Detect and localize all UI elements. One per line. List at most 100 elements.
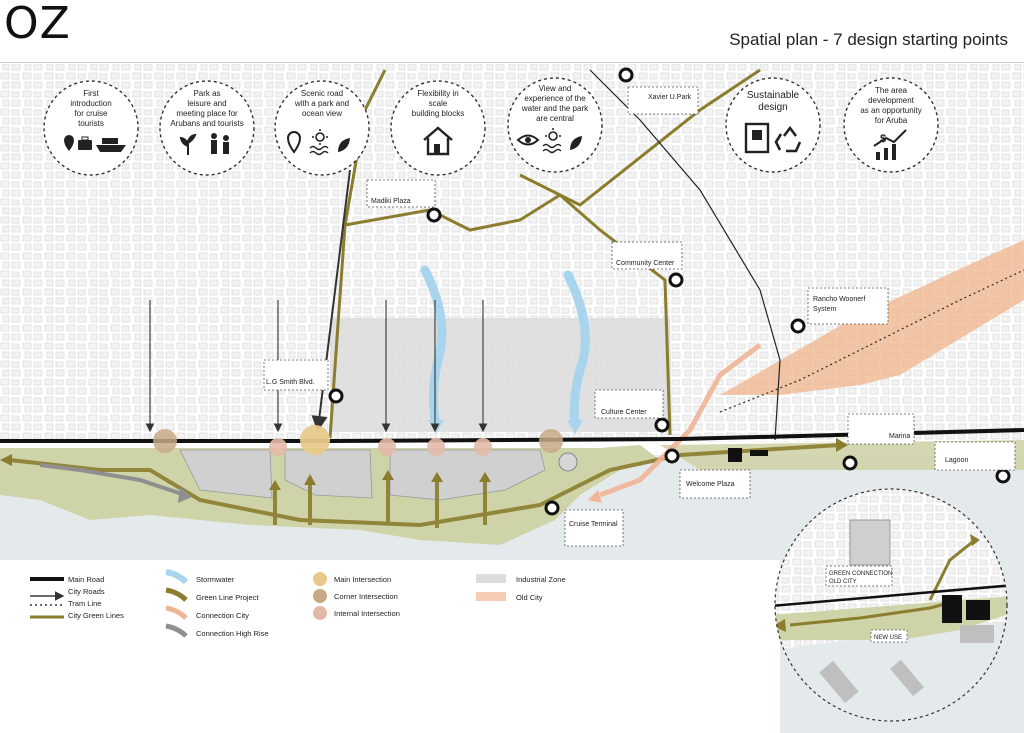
suitcase-icon (78, 136, 92, 150)
design-point-6: Sustainable design (725, 77, 821, 173)
cruise-ship-icon (96, 138, 126, 152)
legend-stormwater-swatch (165, 569, 189, 585)
legend-main-intersection-swatch (313, 572, 327, 586)
legend-industrial-zone: Industrial Zone (516, 575, 566, 584)
inset-label-old-city: OLD CITY (829, 579, 857, 585)
location-pin-icon (286, 131, 302, 154)
legend-industrial-zone-swatch (476, 574, 506, 583)
legend-connection-high-rise-swatch (165, 623, 188, 638)
label-marina: Marina (889, 433, 911, 440)
stormwater-flow (420, 265, 447, 430)
brand-logo: OZ (4, 0, 71, 49)
design-point-2-line: leisure and (187, 99, 226, 108)
internal-intersection (269, 438, 287, 456)
park-block (179, 449, 273, 499)
label-xavier-park: Xavier U.Park (648, 94, 692, 101)
design-point-7-line: as an opportunity (860, 106, 921, 115)
connection-city-arrowhead (588, 490, 602, 503)
stormwater-arrowhead (567, 420, 583, 434)
eye-icon (516, 134, 540, 146)
plant-icon (179, 133, 197, 155)
leaf-icon (570, 136, 582, 150)
design-point-3: Scenic road with a park and ocean view (274, 80, 370, 176)
design-point-1-line: First (83, 89, 99, 98)
label-madiki-plaza: Madiki Plaza (371, 198, 411, 205)
legend: Main Road City Roads Tram Line City Gree… (30, 569, 566, 638)
legend-city-green-lines: City Green Lines (68, 611, 124, 620)
legend-connection-city: Connection City (196, 611, 249, 620)
design-point-5-line: water and the park (521, 104, 589, 113)
internal-intersection (378, 438, 396, 456)
legend-main-intersection: Main Intersection (334, 575, 391, 584)
legend-corner-intersection: Corner Intersection (334, 592, 398, 601)
design-point-2-line: Arubans and tourists (170, 119, 243, 128)
house-icon (423, 126, 453, 156)
green-line-arrowheads (0, 438, 848, 490)
waves-icon (542, 143, 562, 154)
leaf-icon (338, 138, 350, 152)
label-lagoon: Lagoon (945, 457, 968, 464)
design-point-4: Flexibility in scale building blocks (390, 80, 486, 176)
solar-building-icon (744, 122, 770, 154)
design-point-7: The area development as an opportunity f… (843, 77, 939, 173)
legend-main-road: Main Road (68, 575, 104, 584)
header-divider (0, 62, 1024, 63)
design-point-2-line: meeting place for (176, 109, 238, 118)
design-point-4-line: Flexibility in (417, 89, 458, 98)
design-point-1: First introduction for cruise tourists (43, 80, 139, 176)
design-point-2: Park as leisure and meeting place for Ar… (159, 80, 255, 176)
park-block (284, 449, 373, 499)
legend-internal-intersection: Internal Intersection (334, 609, 400, 618)
design-point-1-line: for cruise (75, 109, 108, 118)
sun-icon (545, 128, 561, 141)
design-point-6-line: Sustainable (747, 90, 800, 101)
design-point-1-line: introduction (70, 99, 111, 108)
design-point-3-line: Scenic road (301, 89, 343, 98)
design-point-2-line: Park as (193, 89, 220, 98)
page-title: Spatial plan - 7 design starting points (729, 30, 1008, 49)
connection-high-rise (39, 463, 186, 497)
label-welcome-plaza: Welcome Plaza (686, 481, 735, 488)
connection-high-rise-arrowhead (178, 487, 192, 503)
label-community-center: Community Center (616, 260, 675, 267)
design-point-5-line: experience of the (524, 94, 586, 103)
legend-green-line-project: Green Line Project (196, 593, 259, 602)
waves-icon (309, 145, 329, 156)
plaza-buildings (728, 448, 768, 462)
label-rancho-2: System (813, 306, 837, 313)
stormwater-flow (563, 270, 590, 430)
legend-internal-intersection-swatch (313, 606, 327, 620)
internal-intersection (474, 438, 492, 456)
label-culture-center: Culture Center (601, 409, 647, 416)
legend-old-city-swatch (476, 592, 506, 601)
roundabout (558, 452, 578, 472)
design-point-4-line: building blocks (412, 109, 464, 118)
design-point-3-line: ocean view (302, 109, 342, 118)
corner-intersection (539, 429, 563, 453)
corner-intersection (153, 429, 177, 453)
main-intersection (300, 425, 330, 455)
growth-chart-icon: $ (873, 129, 907, 160)
legend-background (0, 560, 780, 733)
label-lg-smith-blvd: L.G Smith Blvd. (266, 379, 315, 386)
connection-city (599, 343, 762, 498)
location-markers (328, 67, 1011, 516)
design-point-3-line: with a park and (294, 99, 349, 108)
design-points: First introduction for cruise tourists P… (43, 77, 939, 176)
design-point-5-line: View and (539, 84, 572, 93)
label-cruise-terminal: Cruise Terminal (569, 521, 618, 528)
tram-line (719, 269, 1024, 413)
legend-connection-high-rise: Connection High Rise (196, 629, 269, 638)
legend-stormwater: Stormwater (196, 575, 235, 584)
design-point-6-line: design (758, 102, 787, 113)
recycle-icon (774, 125, 802, 153)
legend-old-city: Old City (516, 593, 543, 602)
legend-tram-line: Tram Line (68, 599, 101, 608)
legend-city-roads: City Roads (68, 587, 105, 596)
people-icon (211, 133, 229, 154)
internal-intersection (427, 438, 445, 456)
legend-connection-city-swatch (165, 605, 188, 620)
design-point-5-line: are central (536, 114, 574, 123)
design-point-1-line: tourists (78, 119, 104, 128)
